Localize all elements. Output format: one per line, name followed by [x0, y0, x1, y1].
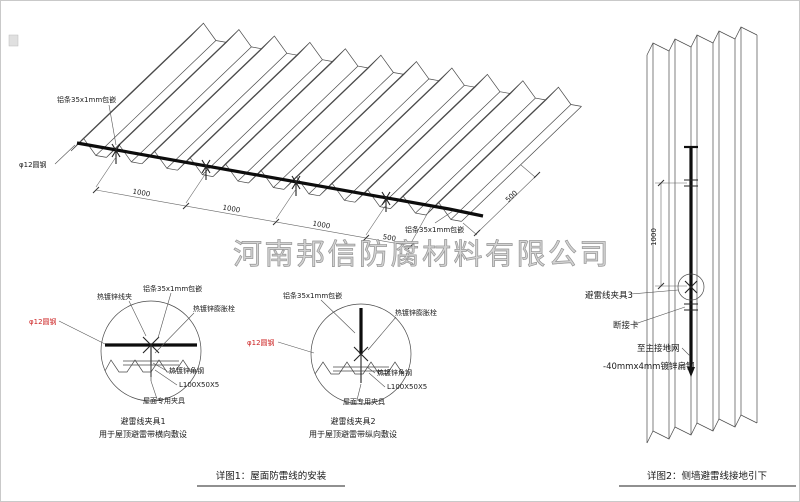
wall-dimension-ticks: [657, 179, 665, 290]
wire-clamp-lower: [684, 280, 698, 294]
label-clamp3: 避雷线夹具3: [585, 290, 633, 301]
detail1-caption-title: 避雷线夹具1: [120, 416, 165, 426]
dim-label-1000: 1000: [132, 188, 151, 199]
corrugation-unit: [177, 41, 334, 178]
wall-leader-lines: [630, 289, 691, 367]
wall-dimension-lines: [655, 182, 687, 287]
detail1-caption-sub: 用于屋顶避雷带横向敷设: [99, 429, 187, 439]
label-aluminum-strip: 铝条35x1mm包嵌: [143, 284, 202, 293]
corrugation-unit: [70, 22, 227, 158]
disconnect-card-mark: [684, 303, 698, 311]
label-roof-clamp: 屋面专用夹具: [143, 396, 185, 405]
label-aluminum-strip-right: 铝条35x1mm包嵌: [405, 225, 464, 234]
label-angle-steel: 热镀锌角钢: [377, 368, 412, 377]
leader-line: [434, 210, 454, 224]
wall-corrugation-lines: [646, 27, 758, 443]
angle-steel-lines: [123, 360, 179, 381]
detail-circle-outline: [310, 303, 412, 405]
wall-bottom-profile: [646, 414, 758, 444]
label-round-steel: φ12圆钢: [29, 317, 57, 326]
detail2-caption-sub: 用于屋顶避雷带纵向敷设: [309, 429, 397, 439]
detail2-caption-title: 避雷线夹具2: [330, 416, 375, 426]
detail-circle-1: 热镀锌线夹 铝条35x1mm包嵌 热镀锌膨胀栓 φ12圆钢 热镀锌角钢 L100…: [29, 284, 235, 439]
label-round-steel: φ12圆钢: [247, 338, 275, 347]
corrugation-unit: [319, 67, 476, 203]
dim-label-500: 500: [382, 233, 397, 243]
dimension-ticks: [92, 186, 415, 250]
wall-drawing: 1000 避雷线夹具3 断接卡 至主接地网 -40mmx4mm镀锌扁钢: [585, 26, 758, 444]
roof-labels: 铝条35x1mm包嵌 铝条35x1mm包嵌 φ12圆钢: [19, 95, 464, 234]
corrugation-unit: [212, 48, 369, 184]
roof-dimensions: 1000 1000 1000 500 500: [92, 156, 541, 250]
label-round-steel-main: φ12圆钢: [19, 160, 47, 169]
label-angle-steel: 热镀锌角钢: [169, 366, 204, 375]
label-aluminum-strip-top: 铝条35x1mm包嵌: [57, 95, 116, 104]
label-to-main-ground: 至主接地网: [637, 343, 680, 354]
wire-clamp-upper: [684, 179, 698, 187]
detail-circle-2: 铝条35x1mm包嵌 热镀锌膨胀栓 φ12圆钢 热镀锌角钢 L100X50X5 …: [247, 291, 437, 439]
corrugation-unit: [390, 80, 547, 216]
label-wire-clamp: 热镀锌线夹: [97, 292, 132, 301]
roof-lightning-wire: [76, 141, 484, 218]
dimension-chain-line: [95, 189, 412, 247]
roof-profile-zigzag: [314, 361, 404, 375]
dim-label-1000: 1000: [222, 204, 241, 215]
label-roof-clamp: 屋面专用夹具: [343, 397, 385, 406]
dimension-extension-lines: [95, 156, 432, 244]
label-disconnect-card: 断接卡: [613, 320, 639, 331]
corner-artifact: [8, 34, 19, 47]
wire-down-arrow: [687, 367, 695, 377]
label-aluminum-strip: 铝条35x1mm包嵌: [283, 291, 342, 300]
leader-lines: [58, 292, 195, 400]
label-angle-size: L100X50X5: [387, 383, 427, 391]
detail-circle-outline: [100, 300, 202, 402]
figure2-caption: 详图2：侧墙避雷线接地引下: [647, 470, 767, 482]
figure-captions: 详图1：屋面防雷线的安装 详图2：侧墙避雷线接地引下: [197, 470, 796, 487]
edge-dimension-ticks: [473, 171, 541, 237]
corrugation-unit: [283, 61, 440, 197]
leader-lines: [277, 299, 397, 401]
label-angle-size: L100X50X5: [179, 381, 219, 389]
roof-right-edge: [461, 106, 582, 222]
angle-steel-lines: [333, 366, 389, 372]
roof-isometric-drawing: [70, 22, 582, 222]
corrugation-unit: [248, 54, 405, 190]
lightning-wire-line: [76, 141, 484, 218]
label-flat-steel: -40mmx4mm镀锌扁钢: [603, 361, 694, 372]
corrugation-unit: [354, 73, 511, 210]
figure1-caption: 详图1：屋面防雷线的安装: [216, 470, 327, 482]
wall-dim-label-1000: 1000: [650, 228, 658, 246]
dim-label-1000: 1000: [312, 220, 331, 231]
leader-line: [108, 104, 117, 146]
clamp-detail-circle: [677, 273, 705, 301]
label-expansion-bolt: 热镀锌膨胀栓: [193, 304, 235, 313]
company-watermark: 河南邦信防腐材料有限公司: [233, 237, 611, 271]
edge-dimension-lines: [462, 164, 538, 236]
corrugation-unit: [141, 35, 298, 171]
leader-line: [54, 144, 76, 165]
corrugation-unit: [106, 29, 263, 165]
wall-top-profile: [646, 26, 758, 56]
corrugation-unit: [425, 86, 582, 222]
label-expansion-bolt: 热镀锌膨胀栓: [395, 308, 437, 317]
dim-label-500-edge: 500: [504, 189, 519, 204]
